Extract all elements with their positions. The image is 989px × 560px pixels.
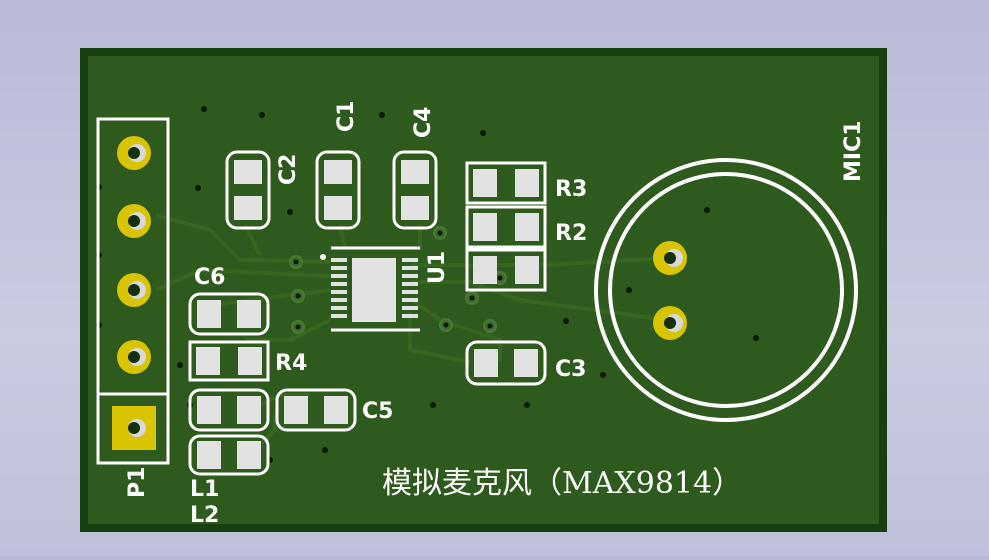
- board-title: 模拟麦克风（MAX9814）: [382, 466, 742, 501]
- connector-p1: P1: [96, 117, 170, 498]
- ref-r4: R4: [275, 351, 307, 376]
- smd-pads: [188, 150, 547, 476]
- ref-u1: U1: [425, 251, 450, 284]
- p1-pins: [112, 136, 156, 450]
- ref-mic1: MIC1: [841, 120, 866, 182]
- ref-c2: C2: [276, 154, 301, 185]
- ref-r3: R3: [555, 177, 587, 202]
- ref-c1: C1: [334, 101, 359, 132]
- ref-r2: R2: [555, 221, 587, 246]
- ref-c5: C5: [362, 399, 393, 424]
- ref-p1: P1: [125, 467, 150, 498]
- microphone-mic1: MIC1: [594, 120, 866, 422]
- ref-c6: C6: [194, 265, 225, 290]
- ic-u1: U1: [320, 246, 450, 332]
- ref-l1: L1: [190, 477, 219, 502]
- p1-silkscreen-outline: [96, 117, 170, 465]
- ref-c4: C4: [411, 107, 436, 138]
- ref-l2: L2: [190, 503, 219, 528]
- ref-c3: C3: [555, 357, 586, 382]
